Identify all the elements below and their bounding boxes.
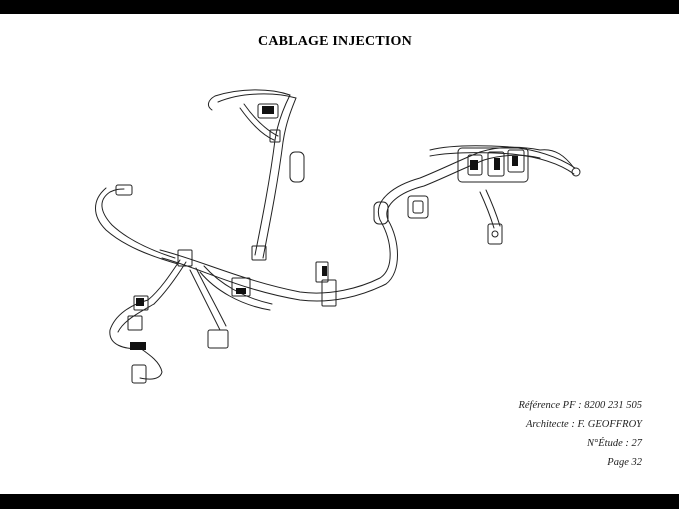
etude-line: N°Étude : 27 — [587, 438, 642, 449]
architect-line: Architecte : F. GEOFFROY — [525, 419, 642, 430]
upper-branch — [207, 89, 297, 259]
main-trunk — [159, 145, 576, 302]
right-connectors — [407, 147, 581, 245]
reference-line: Référence PF : 8200 231 505 — [518, 400, 642, 411]
document-info: Référence PF : 8200 231 505 Architecte :… — [518, 396, 642, 472]
clips — [115, 103, 389, 384]
page-number: Page 32 — [607, 457, 642, 468]
top-black-bar — [0, 0, 679, 14]
wiring-harness-drawing — [95, 89, 581, 384]
left-branch — [95, 187, 273, 380]
page-title: CABLAGE INJECTION — [258, 34, 412, 49]
bottom-black-bar — [0, 494, 679, 509]
